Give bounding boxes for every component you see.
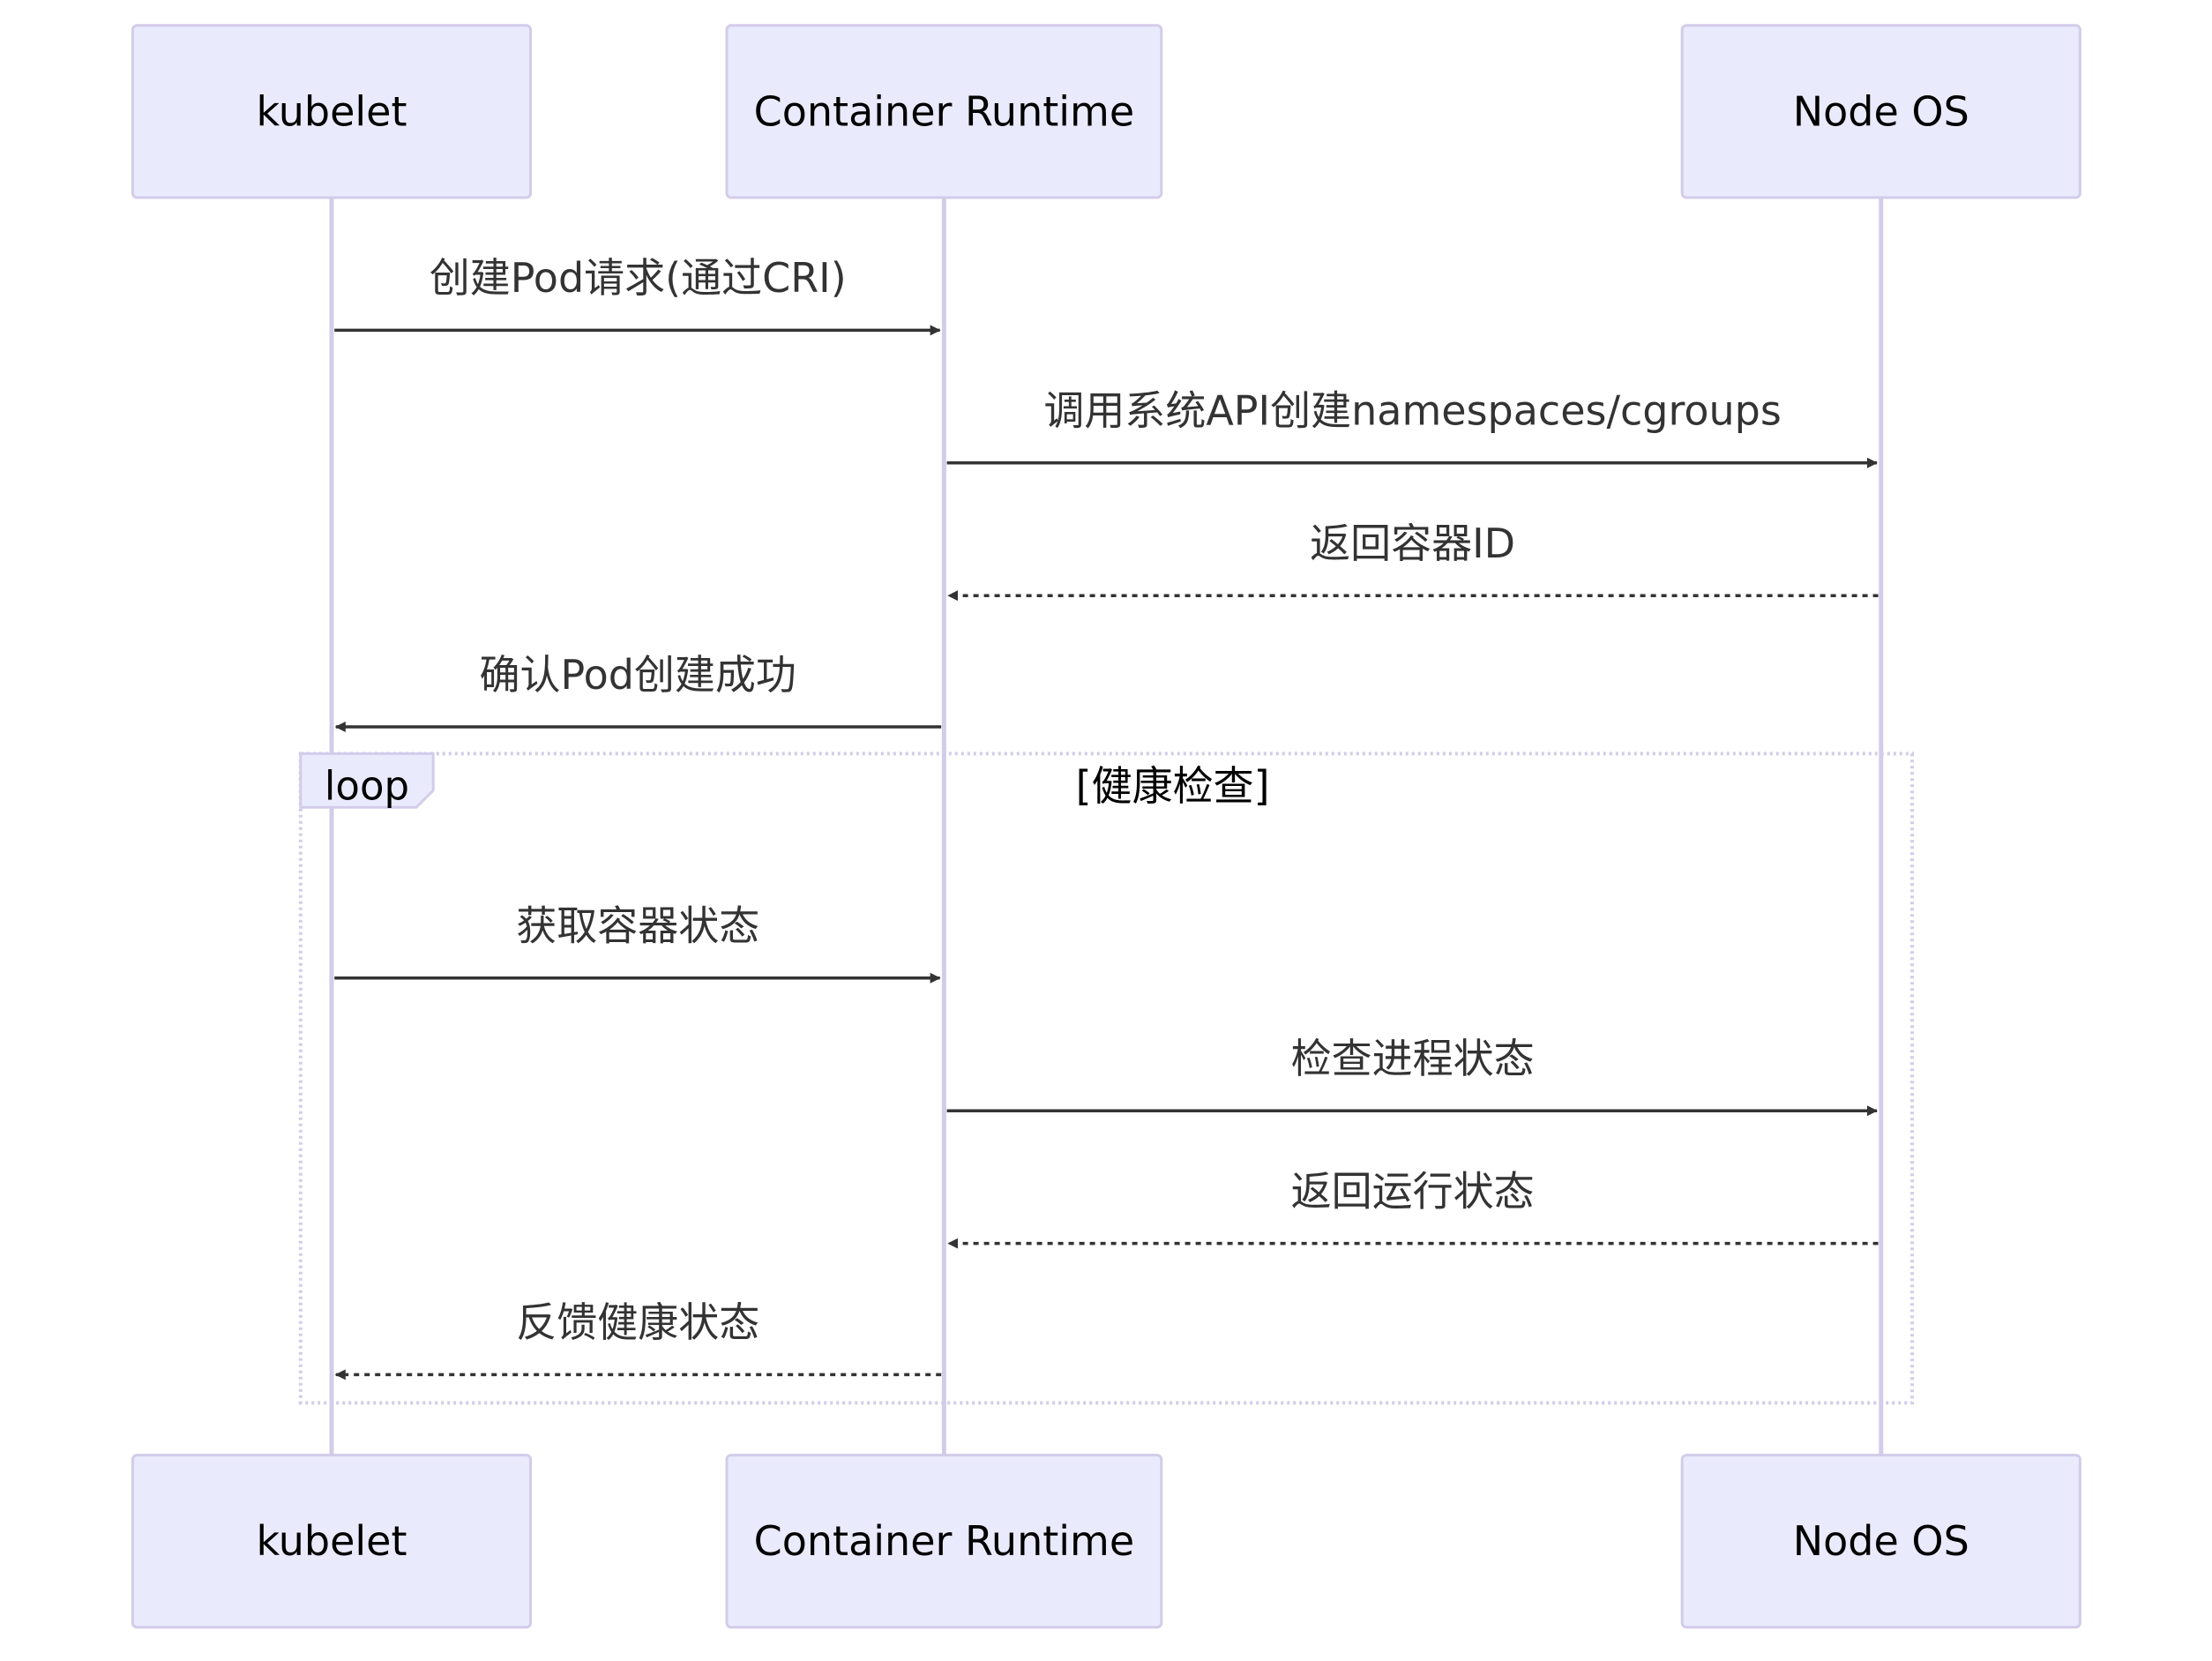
message-1: 创建Pod请求(通过CRI) <box>334 254 941 336</box>
message-7: 返回运行状态 <box>947 1167 1879 1249</box>
message-label: 反馈健康状态 <box>516 1298 759 1346</box>
actor-box <box>1680 1454 2081 1629</box>
actor-box <box>725 1454 1163 1629</box>
message-6: 检查进程状态 <box>946 1035 1878 1117</box>
actor-label: kubelet <box>257 1517 407 1565</box>
actor-label: Node OS <box>1793 87 1969 135</box>
actor-box <box>131 24 533 199</box>
message-label: 创建Pod请求(通过CRI) <box>430 254 847 302</box>
actor-runtime-top: Container Runtime <box>725 24 1163 199</box>
message-label: 返回运行状态 <box>1291 1167 1535 1215</box>
message-8: 反馈健康状态 <box>334 1298 942 1380</box>
actor-runtime-bottom: Container Runtime <box>725 1454 1163 1629</box>
message-label: 返回容器ID <box>1310 520 1515 567</box>
actor-kubelet-top: kubelet <box>131 24 533 199</box>
loop-label-tab <box>299 752 435 809</box>
loop-keyword: loop <box>325 763 409 810</box>
message-label: 获取容器状态 <box>516 902 759 950</box>
actor-nodeos-bottom: Node OS <box>1680 1454 2081 1629</box>
actor-box <box>725 24 1163 199</box>
message-2: 调用系统API创建namespaces/cgroups <box>946 387 1878 468</box>
actor-label: Container Runtime <box>754 87 1135 135</box>
message-label: 检查进程状态 <box>1291 1035 1535 1082</box>
message-label: 调用系统API创建namespaces/cgroups <box>1043 387 1782 435</box>
actor-kubelet-bottom: kubelet <box>131 1454 533 1629</box>
message-3: 返回容器ID <box>947 520 1879 602</box>
actor-nodeos-top: Node OS <box>1680 24 2081 199</box>
loop-condition: [健康检查] <box>1076 762 1270 810</box>
message-4: 确认Pod创建成功 <box>334 651 942 732</box>
actor-label: Node OS <box>1793 1517 1969 1565</box>
actor-label: Container Runtime <box>754 1517 1135 1565</box>
actor-box <box>1680 24 2081 199</box>
message-5: 获取容器状态 <box>334 902 941 984</box>
actor-label: kubelet <box>257 87 407 135</box>
message-label: 确认Pod创建成功 <box>479 651 796 699</box>
actor-box <box>131 1454 533 1629</box>
loop-frame: loop [健康检查] <box>298 752 1914 1405</box>
